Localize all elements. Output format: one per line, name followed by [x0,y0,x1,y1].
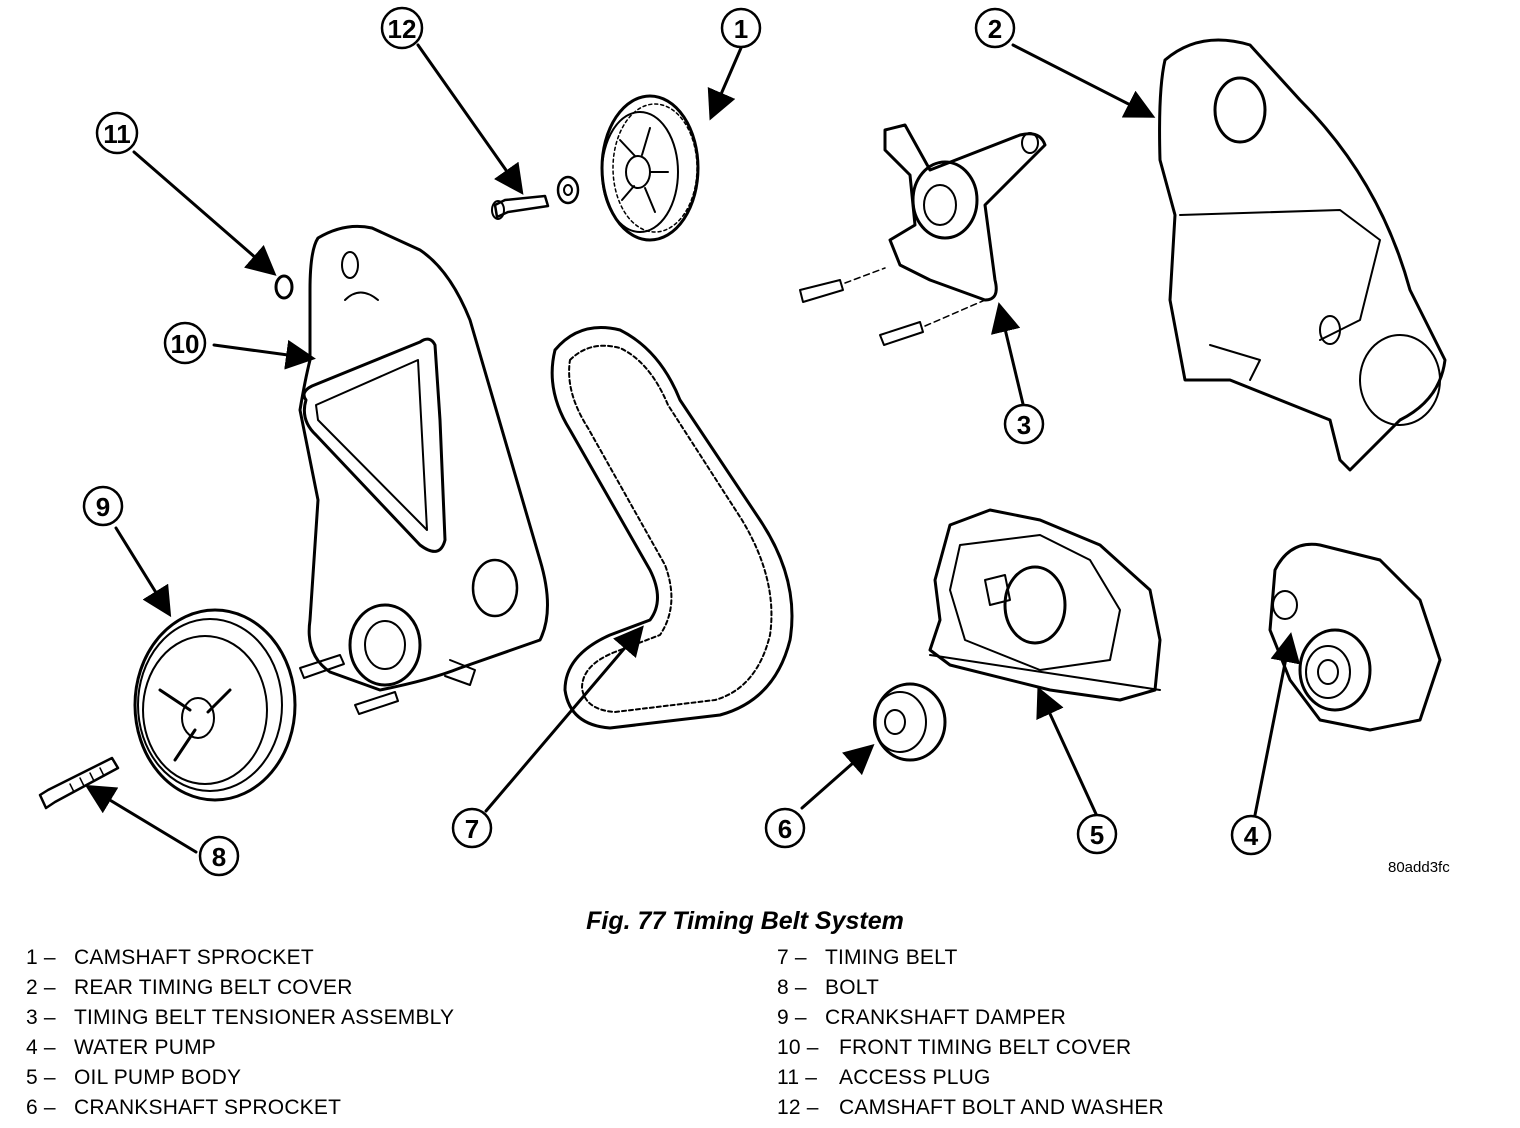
legend-number: 6 – [26,1096,56,1119]
legend-number: 5 – [26,1066,56,1089]
rear-timing-belt-cover [1158,38,1447,472]
legend-number: 9 – [777,1006,807,1029]
legend-label: WATER PUMP [74,1036,216,1059]
legend-number: 3 – [26,1006,56,1029]
legend-left: 1 – CAMSHAFT SPROCKET 2 – REAR TIMING BELT… [26,943,454,1123]
legend-item: 1 – CAMSHAFT SPROCKET [26,943,454,973]
legend-right: 7 – TIMING BELT 8 – BOLT 9 – CRANKSHAFT DAM… [777,943,1164,1123]
crankshaft-sprocket [873,682,947,762]
figure-caption: Fig. 77 Timing Belt System [586,907,904,935]
legend-number: 1 – [26,946,56,969]
legend-label: TIMING BELT [825,946,958,969]
callout-4: 4 [1244,821,1259,851]
legend-item: 2 – REAR TIMING BELT COVER [26,973,454,1003]
camshaft-sprocket [600,94,700,242]
figure-code: 80add3fc [1388,859,1450,876]
callout-6: 6 [778,814,792,844]
callout-8: 8 [212,842,226,872]
legend-item: 12 – CAMSHAFT BOLT AND WASHER [777,1093,1164,1123]
legend-item: 8 – BOLT [777,973,1164,1003]
timing-belt [550,326,794,730]
callout-11: 11 [103,119,131,149]
legend-label: CAMSHAFT SPROCKET [74,946,314,969]
callout-circles [82,6,1272,877]
legend-item: 7 – TIMING BELT [777,943,1164,973]
callout-10: 10 [171,329,200,359]
legend-label: CRANKSHAFT SPROCKET [74,1096,342,1119]
legend-item: 11 – ACCESS PLUG [777,1063,1164,1093]
legend-label: OIL PUMP BODY [74,1066,242,1089]
callout-2: 2 [988,14,1002,44]
legend-number: 2 – [26,976,56,999]
legend-number: 8 – [777,976,807,999]
access-plug [274,274,294,300]
front-cover-bolts [299,654,399,715]
legend-label: CAMSHAFT BOLT AND WASHER [839,1096,1164,1119]
front-timing-belt-cover [298,224,549,692]
legend-number: 4 – [26,1036,56,1059]
oil-pump-body [928,508,1162,702]
legend-number: 11 – [777,1066,818,1089]
legend-item: 6 – CRANKSHAFT SPROCKET [26,1093,454,1123]
legend-item: 5 – OIL PUMP BODY [26,1063,454,1093]
legend-label: CRANKSHAFT DAMPER [825,1006,1067,1029]
legend-item: 4 – WATER PUMP [26,1033,454,1063]
callout-arrows [84,43,1301,854]
legend-item: 9 – CRANKSHAFT DAMPER [777,1003,1164,1033]
callout-3: 3 [1017,410,1031,440]
legend-label: FRONT TIMING BELT COVER [839,1036,1132,1059]
crankshaft-damper [133,608,297,802]
legend-item: 10 – FRONT TIMING BELT COVER [777,1033,1164,1063]
water-pump [1268,542,1442,732]
legend-label: REAR TIMING BELT COVER [74,976,353,999]
callout-12: 12 [388,14,417,44]
legend-item: 3 – TIMING BELT TENSIONER ASSEMBLY [26,1003,454,1033]
legend-number: 12 – [777,1096,819,1119]
legend-label: ACCESS PLUG [839,1066,991,1089]
callout-7: 7 [465,814,479,844]
legend-number: 10 – [777,1036,819,1059]
camshaft-bolt-and-washer [491,175,580,220]
callout-1: 1 [734,14,748,44]
legend-number: 7 – [777,946,807,969]
legend-label: BOLT [825,976,880,999]
callout-9: 9 [96,492,110,522]
callout-5: 5 [1090,820,1104,850]
legend-label: TIMING BELT TENSIONER ASSEMBLY [74,1006,455,1029]
timing-belt-tensioner-assembly [799,123,1047,346]
damper-bolt [38,756,120,810]
